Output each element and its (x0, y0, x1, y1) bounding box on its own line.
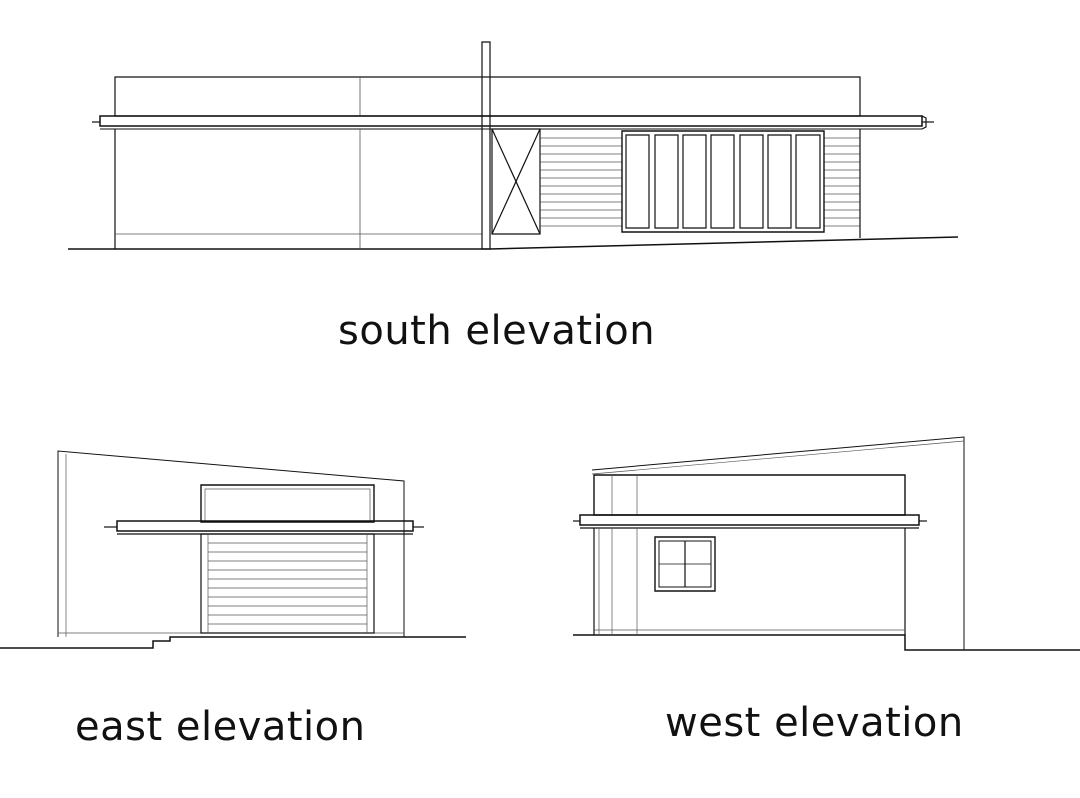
west-clerestory (594, 475, 905, 515)
west-elevation-drawing (573, 437, 1080, 650)
south-elevation-drawing (68, 42, 958, 249)
south-mast (482, 42, 490, 249)
east-roof-fascia (117, 521, 413, 531)
east-parapet (58, 451, 404, 637)
west-roof-fascia (580, 515, 919, 525)
south-ground-slope (490, 237, 958, 249)
south-cladding-right (824, 138, 860, 226)
south-roof-end-right (922, 116, 926, 129)
east-ground-line (0, 637, 466, 648)
south-cladding-left (540, 138, 622, 226)
east-elevation-drawing (0, 451, 466, 648)
west-elevation-caption: west elevation (665, 700, 964, 746)
south-folding-doors (622, 131, 824, 232)
west-parapet (592, 437, 964, 650)
south-roof-fascia (100, 116, 922, 126)
south-elevation-caption: south elevation (338, 308, 656, 354)
south-brace-b (492, 129, 540, 234)
south-clerestory (115, 77, 860, 116)
west-window (655, 537, 715, 591)
west-ground-line (573, 635, 1080, 650)
east-elevation-caption: east elevation (75, 704, 366, 750)
south-braced-panel (492, 129, 540, 234)
east-cladding-wall (201, 534, 374, 633)
east-cladding-boards (208, 534, 367, 633)
east-clerestory (201, 485, 374, 522)
